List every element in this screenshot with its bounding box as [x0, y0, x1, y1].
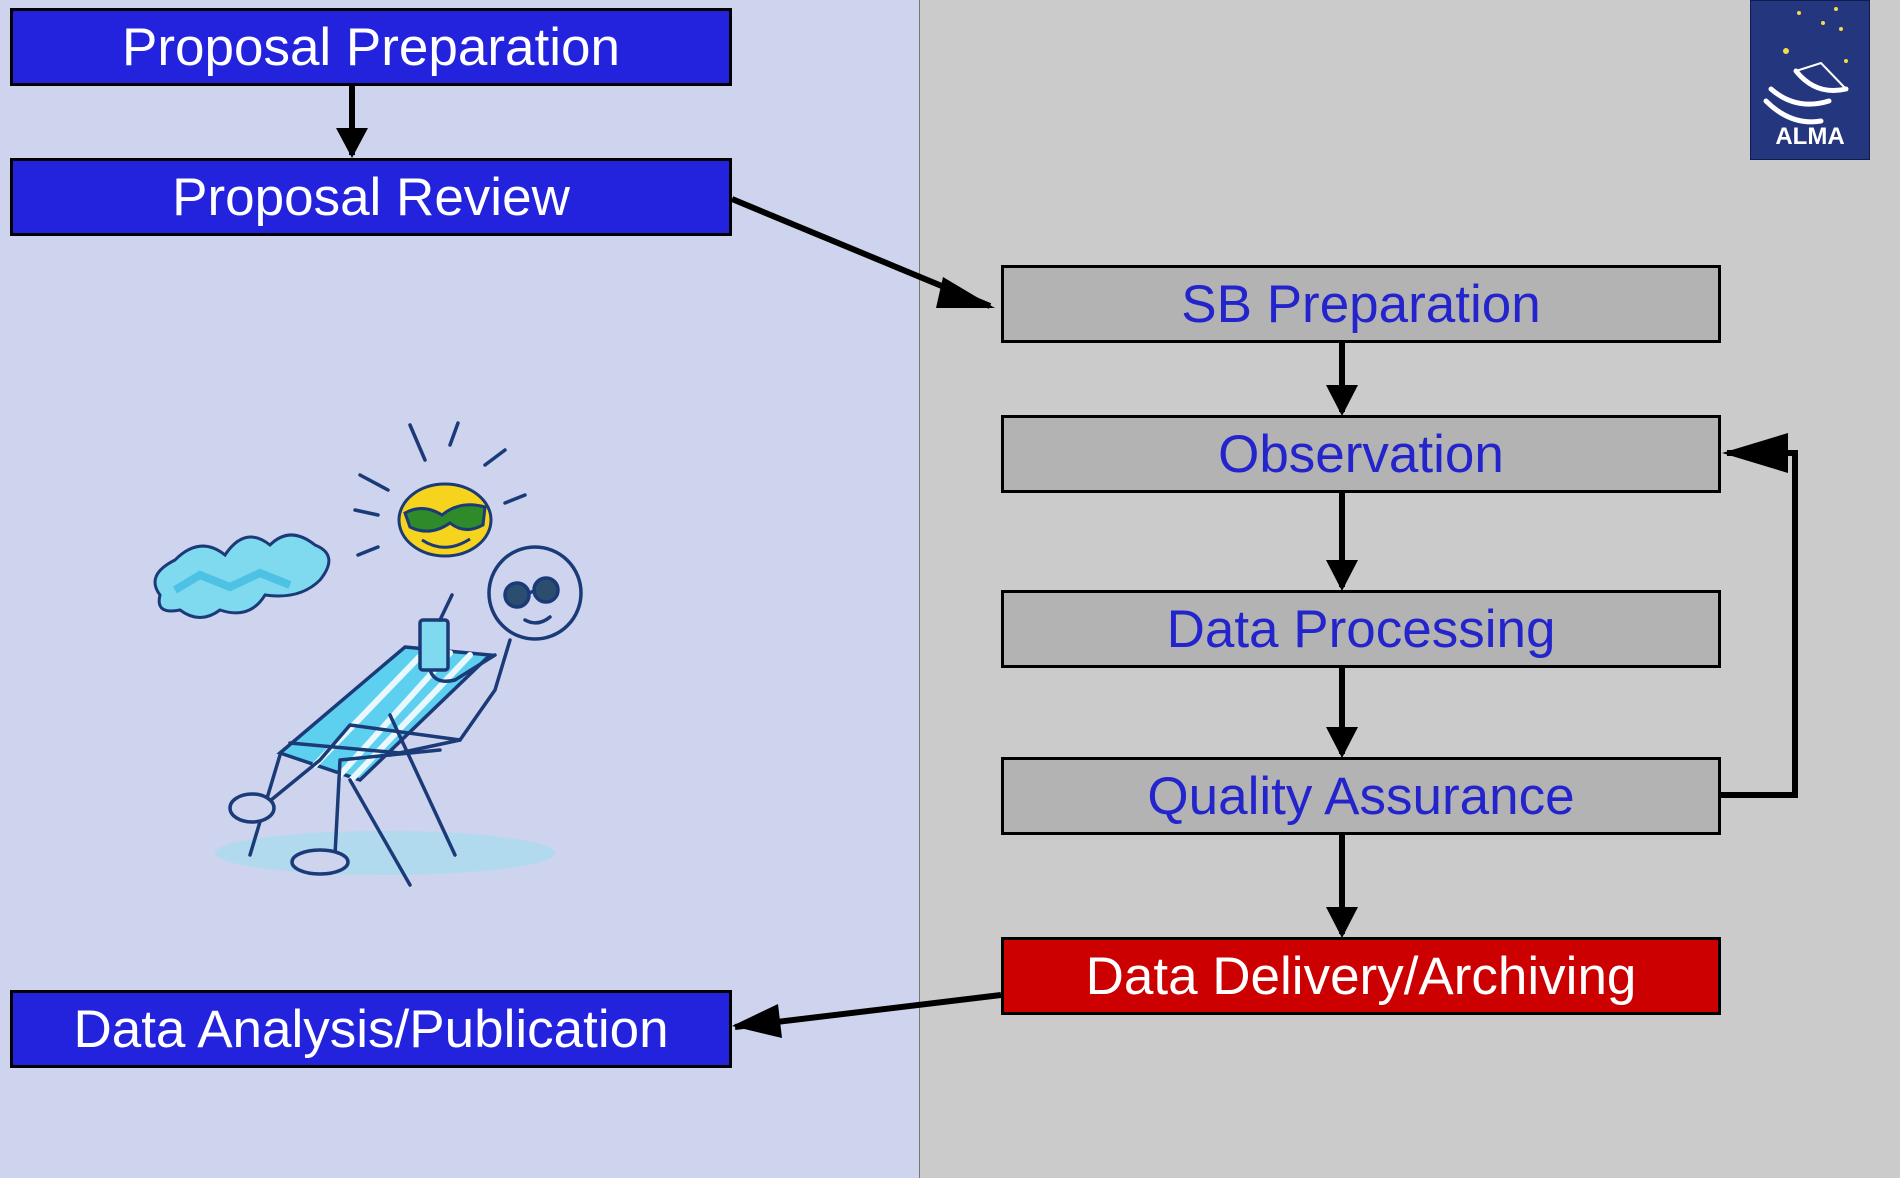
proposal-review-box: Proposal Review [10, 158, 732, 236]
proposal-preparation-box: Proposal Preparation [10, 8, 732, 86]
arrowhead [1326, 907, 1358, 938]
arrow-qa-feedback-to-observation [1721, 450, 1798, 798]
sb-preparation-box: SB Preparation [1001, 265, 1721, 343]
observation-label: Observation [1218, 424, 1504, 484]
arrowhead [336, 128, 368, 158]
quality-assurance-label: Quality Assurance [1147, 766, 1575, 826]
sb-preparation-label: SB Preparation [1181, 274, 1541, 334]
arrowhead [936, 277, 995, 308]
alma-logo: ALMA [1750, 0, 1870, 160]
arrowhead [1326, 560, 1358, 591]
arrowhead [732, 1004, 782, 1038]
quality-assurance-box: Quality Assurance [1001, 757, 1721, 835]
data-delivery-archiving-label: Data Delivery/Archiving [1085, 946, 1637, 1006]
proposal-review-label: Proposal Review [172, 167, 570, 227]
proposal-preparation-label: Proposal Preparation [122, 17, 620, 77]
data-processing-box: Data Processing [1001, 590, 1721, 668]
data-analysis-publication-box: Data Analysis/Publication [10, 990, 732, 1068]
arrowhead [1326, 385, 1358, 416]
arrowhead [1326, 727, 1358, 758]
alma-logo-text: ALMA [1775, 123, 1845, 150]
alma-antenna-icon [1763, 7, 1849, 125]
arrowhead [1722, 433, 1788, 473]
observation-box: Observation [1001, 415, 1721, 493]
data-analysis-publication-label: Data Analysis/Publication [73, 999, 669, 1059]
data-delivery-archiving-box: Data Delivery/Archiving [1001, 937, 1721, 1015]
data-processing-label: Data Processing [1166, 599, 1556, 659]
relaxing-astronomer-illustration [153, 421, 583, 887]
